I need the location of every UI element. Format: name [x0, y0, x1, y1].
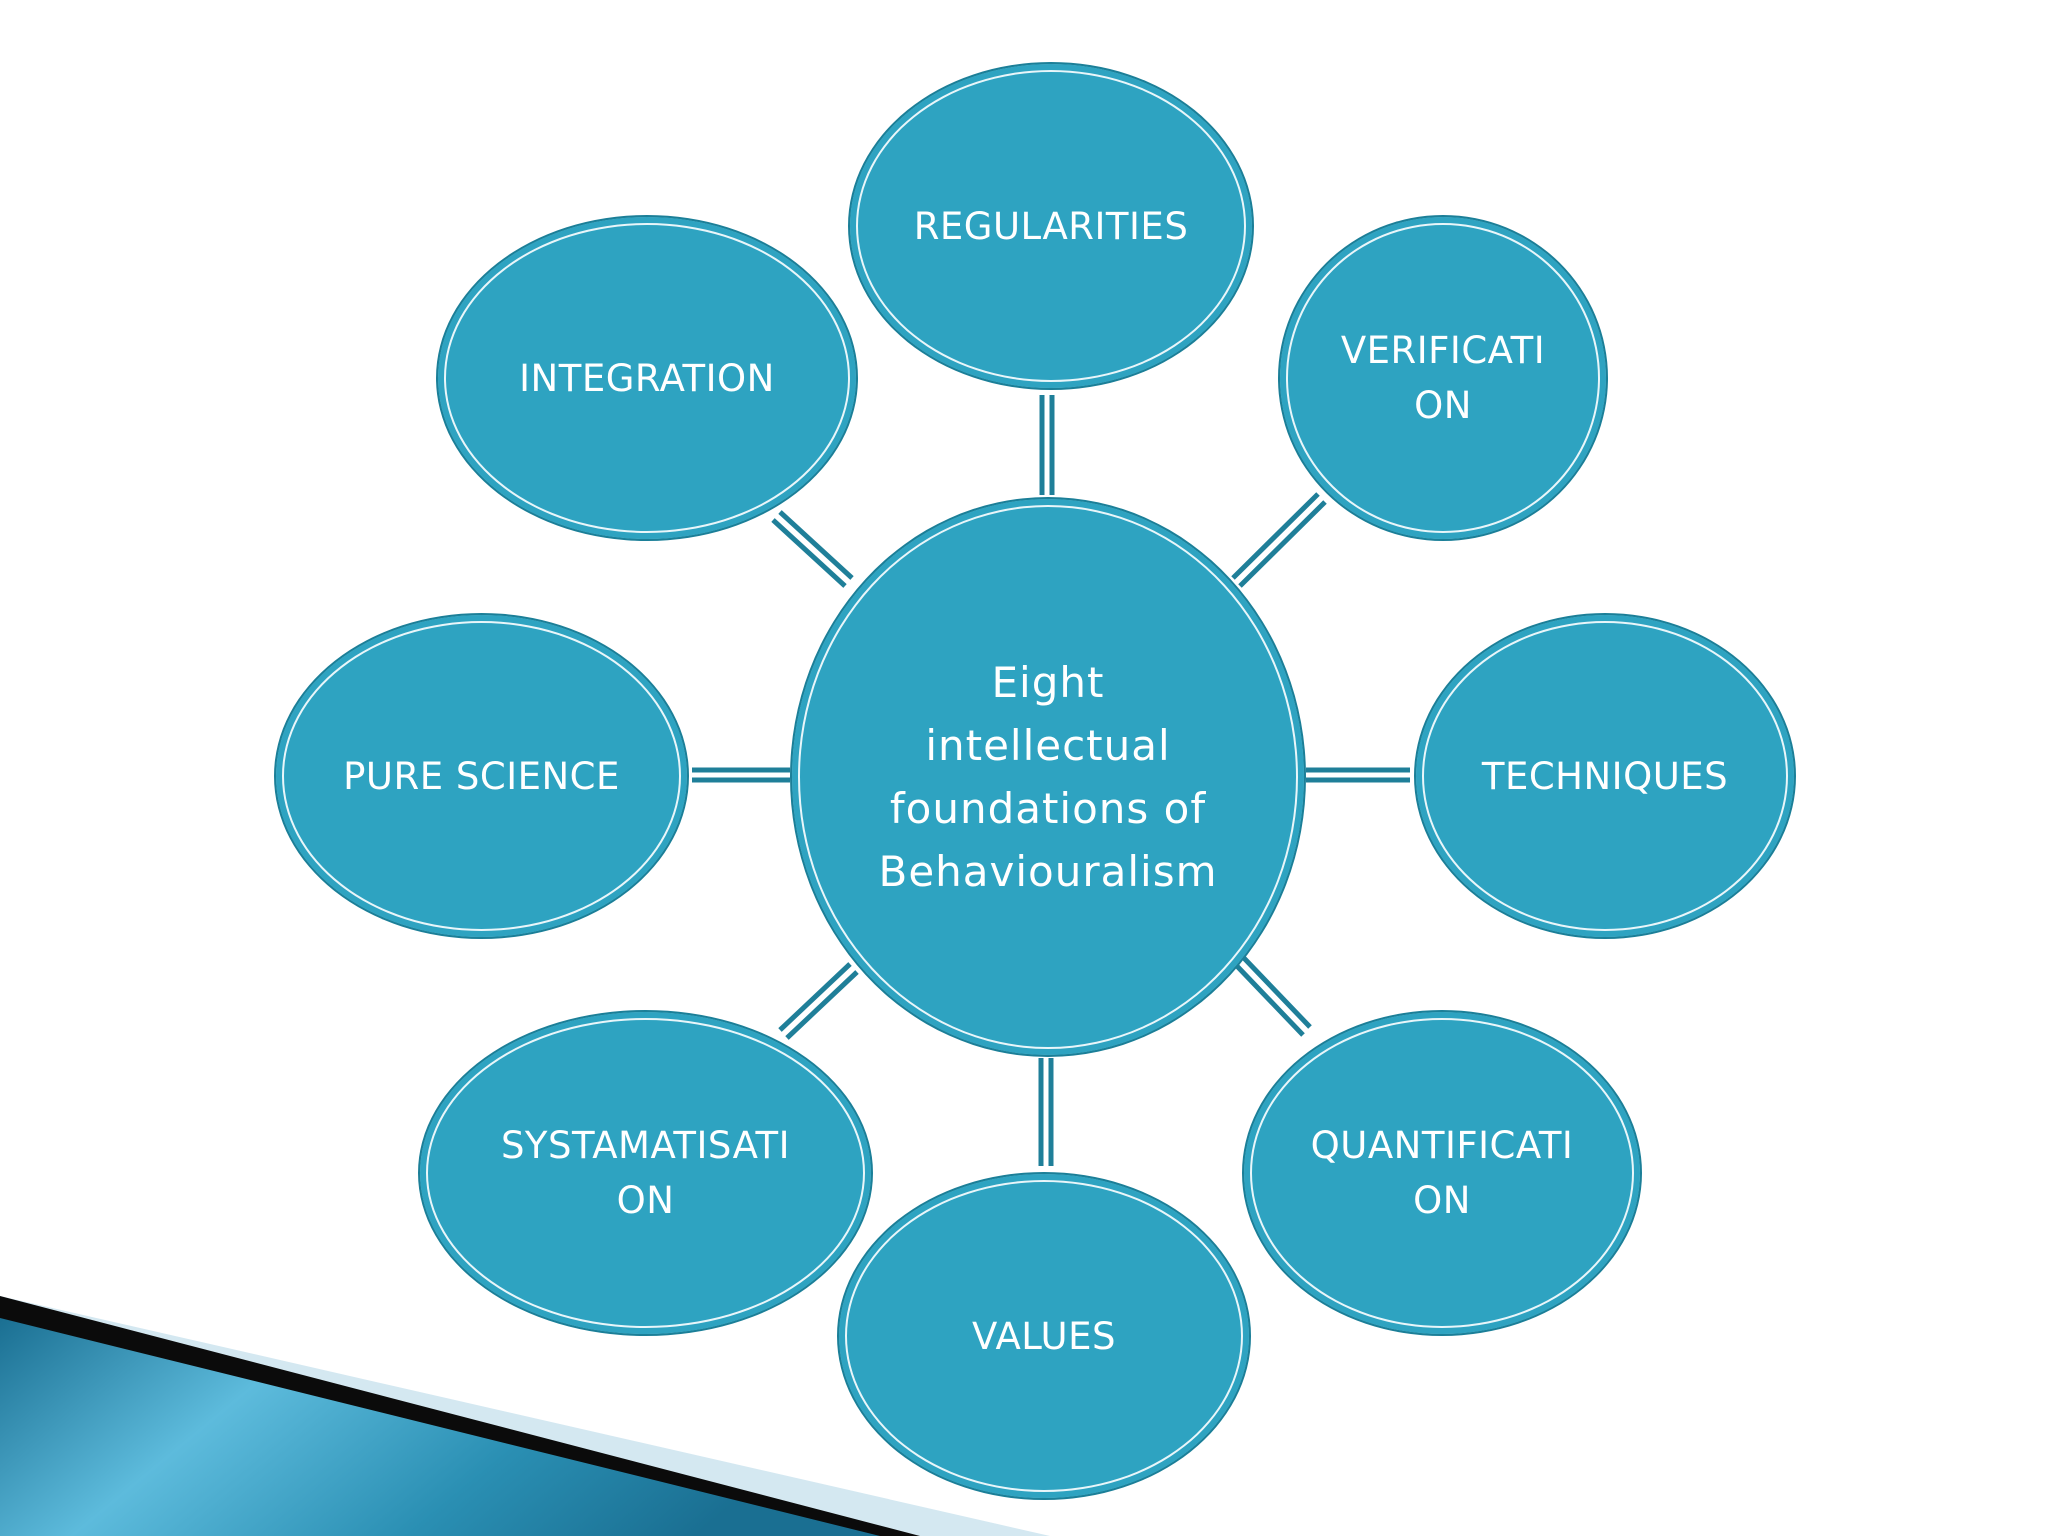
node-techniques-label: TECHNIQUES — [1481, 754, 1729, 798]
center-node-label: Eight intellectual foundations of Behavi… — [878, 658, 1218, 896]
center-node: Eight intellectual foundations of Behavi… — [790, 497, 1306, 1057]
node-regularities: REGULARITIES — [848, 62, 1254, 390]
connector-techniques — [1306, 767, 1410, 783]
node-regularities-label: REGULARITIES — [913, 204, 1189, 248]
connector-values — [1038, 1058, 1054, 1166]
connector-quantification — [1233, 954, 1312, 1037]
node-values-label: VALUES — [972, 1314, 1116, 1358]
swoosh-blue-band — [0, 1318, 880, 1536]
node-values: VALUES — [837, 1172, 1251, 1500]
node-verification-label: VERIFICATI ON — [1340, 329, 1546, 427]
node-verification: VERIFICATI ON — [1278, 215, 1608, 541]
connector-systematisation — [778, 962, 859, 1040]
node-systematisation: SYSTAMATISATI ON — [418, 1010, 873, 1336]
connector-pure-science — [692, 767, 790, 783]
node-integration: INTEGRATION — [436, 215, 858, 541]
node-pure-science-label: PURE SCIENCE — [343, 754, 620, 798]
node-techniques: TECHNIQUES — [1414, 613, 1796, 939]
node-quantification: QUANTIFICATI ON — [1242, 1010, 1642, 1336]
connector-verification — [1231, 492, 1327, 588]
node-quantification-label: QUANTIFICATI ON — [1310, 1124, 1574, 1222]
connector-regularities — [1039, 395, 1055, 495]
node-systematisation-label: SYSTAMATISATI ON — [500, 1124, 791, 1222]
node-integration-label: INTEGRATION — [519, 356, 775, 400]
connector-integration — [771, 510, 854, 588]
node-pure-science: PURE SCIENCE — [274, 613, 689, 939]
